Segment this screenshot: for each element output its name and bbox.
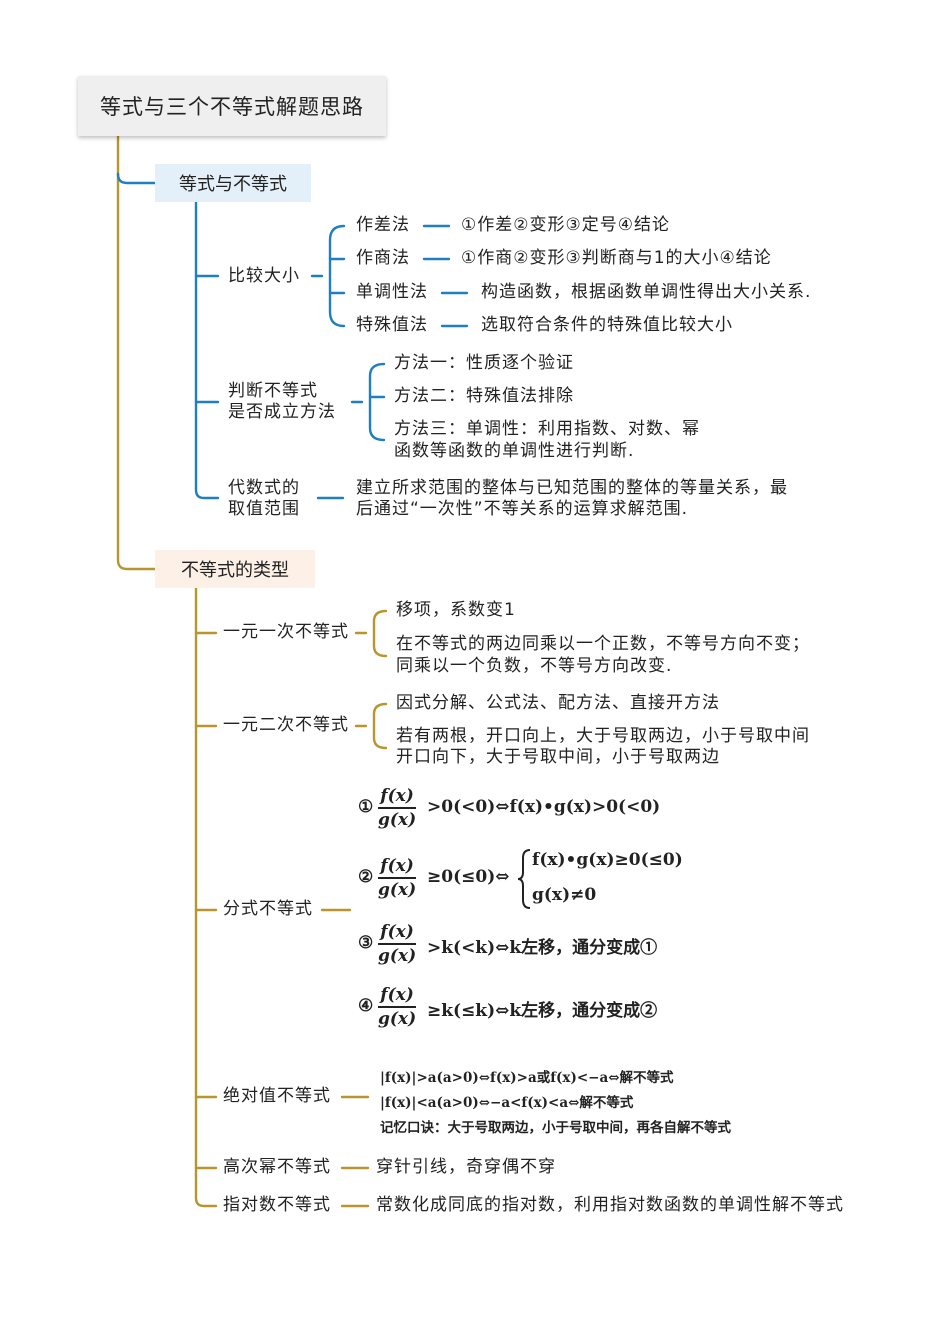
formula-3-rhs: >k(<k)⇔k左移，通分变成① [427,938,658,958]
formula-4-fraction: f(x) g(x) [378,985,417,1029]
judge-method: 方法一：性质逐个验证 [394,353,574,373]
formula-2-case1: f(x)•g(x)≥0(≤0) [532,850,683,870]
formula-2-case2: g(x)≠0 [532,885,597,905]
method-name: 作商法 [356,248,410,268]
section1-vertical [194,200,220,500]
fraction-label: 分式不等式 [223,899,313,919]
range-desc-line1: 建立所求范围的整体与已知范围的整体的等量关系，最 [356,478,788,498]
linear-label: 一元一次不等式 [223,622,349,642]
formula-2-mark: ② [358,867,374,887]
judge-label-line2: 是否成立方法 [228,402,336,422]
method-desc: 构造函数，根据函数单调性得出大小关系. [481,282,812,302]
judge-bracket [368,362,386,442]
absolute-line: |f(x)|>a(a>0)⇔f(x)>a或f(x)<−a⇔解不等式 [380,1070,674,1086]
judge-method: 函数等函数的单调性进行判断. [394,441,635,461]
section2-label: 不等式的类型 [155,550,315,588]
linear-bracket [372,609,388,658]
formula-1-fraction: f(x) g(x) [378,786,417,830]
explog-desc: 常数化成同底的指对数，利用指对数函数的单调性解不等式 [376,1195,844,1215]
highpower-desc: 穿针引线，奇穿偶不穿 [376,1157,556,1177]
numerator: f(x) [378,985,417,1008]
linear-item: 在不等式的两边同乘以一个正数，不等号方向不变； [396,634,810,654]
judge-method: 方法二：特殊值法排除 [394,386,574,406]
formula-4-mark: ④ [358,996,374,1016]
method-name: 单调性法 [356,282,428,302]
method-desc: ①作商②变形③判断商与1的大小④结论 [461,248,772,268]
section1-label: 等式与不等式 [155,164,311,202]
quadratic-bracket [372,702,388,750]
compare-label: 比较大小 [228,266,300,286]
branch-section1 [116,172,157,185]
formula-1-rhs: >0(<0)⇔f(x)•g(x)>0(<0) [427,797,661,817]
formula-3-mark: ③ [358,933,374,953]
quadratic-item: 开口向下，大于号取中间，小于号取两边 [396,747,720,767]
formula-3-fraction: f(x) g(x) [378,922,417,966]
trunk-line [116,134,157,571]
method-desc: ①作差②变形③定号④结论 [461,215,670,235]
linear-item: 移项，系数变1 [396,600,516,620]
linear-item: 同乘以一个负数，不等号方向改变. [396,656,673,676]
quadratic-label: 一元二次不等式 [223,715,349,735]
range-desc-line2: 后通过“一次性”不等关系的运算求解范围. [356,499,689,519]
denominator: g(x) [378,810,417,830]
root-title: 等式与三个不等式解题思路 [78,76,386,136]
method-name: 特殊值法 [356,315,428,335]
range-label-line1: 代数式的 [228,478,300,498]
absolute-line: |f(x)|<a(a>0)⇔−a<f(x)<a⇔解不等式 [380,1095,634,1111]
numerator: f(x) [378,856,417,879]
numerator: f(x) [378,922,417,945]
quadratic-item: 若有两根，开口向上，大于号取两边，小于号取中间 [396,726,810,746]
numerator: f(x) [378,786,417,809]
formula-1-mark: ① [358,797,374,817]
quadratic-item: 因式分解、公式法、配方法、直接开方法 [396,693,720,713]
section2-vertical [194,586,218,1208]
formula-4-rhs: ≥k(≤k)⇔k左移，通分变成② [427,1001,658,1021]
denominator: g(x) [378,880,417,900]
absolute-label: 绝对值不等式 [223,1086,331,1106]
denominator: g(x) [378,946,417,966]
range-label-line2: 取值范围 [228,499,300,519]
judge-method: 方法三：单调性：利用指数、对数、幂 [394,419,700,439]
denominator: g(x) [378,1009,417,1029]
explog-label: 指对数不等式 [223,1195,331,1215]
method-desc: 选取符合条件的特殊值比较大小 [481,315,733,335]
method-name: 作差法 [356,215,410,235]
judge-label-line1: 判断不等式 [228,381,318,401]
highpower-label: 高次幂不等式 [223,1157,331,1177]
absolute-mnemonic: 记忆口诀：大于号取两边，小于号取中间，再各自解不等式 [380,1120,731,1136]
cases-brace [517,849,531,909]
formula-2-rhs: ≥0(≤0)⇔ [427,867,510,887]
formula-2-fraction: f(x) g(x) [378,856,417,900]
compare-bracket [328,224,346,328]
